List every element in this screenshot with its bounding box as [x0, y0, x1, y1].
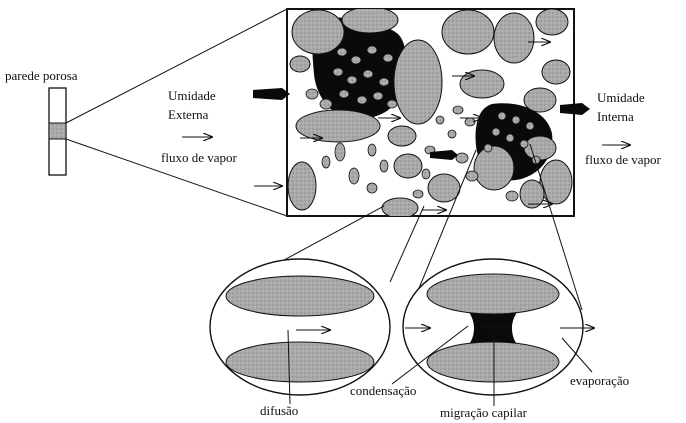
label-parede-porosa: parede porosa: [5, 69, 78, 82]
zoom-line-top: [66, 9, 287, 123]
label-difusao: difusão: [260, 404, 298, 417]
label-umidade-interna-2: Interna: [597, 110, 634, 123]
label-condensacao: condensação: [350, 384, 416, 397]
label-evaporacao: evaporação: [570, 374, 629, 387]
diffusion-detail: [210, 259, 390, 395]
porous-wall: [49, 88, 66, 175]
outflow-black-arrow: [560, 103, 590, 115]
label-umidade-externa-1: Umidade: [168, 89, 216, 102]
label-umidade-interna-1: Umidade: [597, 91, 645, 104]
capillary-detail: [403, 259, 594, 395]
label-umidade-externa-2: Externa: [168, 108, 208, 121]
pore-structure-box: [258, 7, 574, 218]
inflow-black-arrow: [253, 88, 290, 100]
label-fluxo-vapor-left: fluxo de vapor: [161, 151, 237, 164]
label-migracao-capilar: migração capilar: [440, 406, 527, 419]
label-fluxo-vapor-right: fluxo de vapor: [585, 153, 661, 166]
